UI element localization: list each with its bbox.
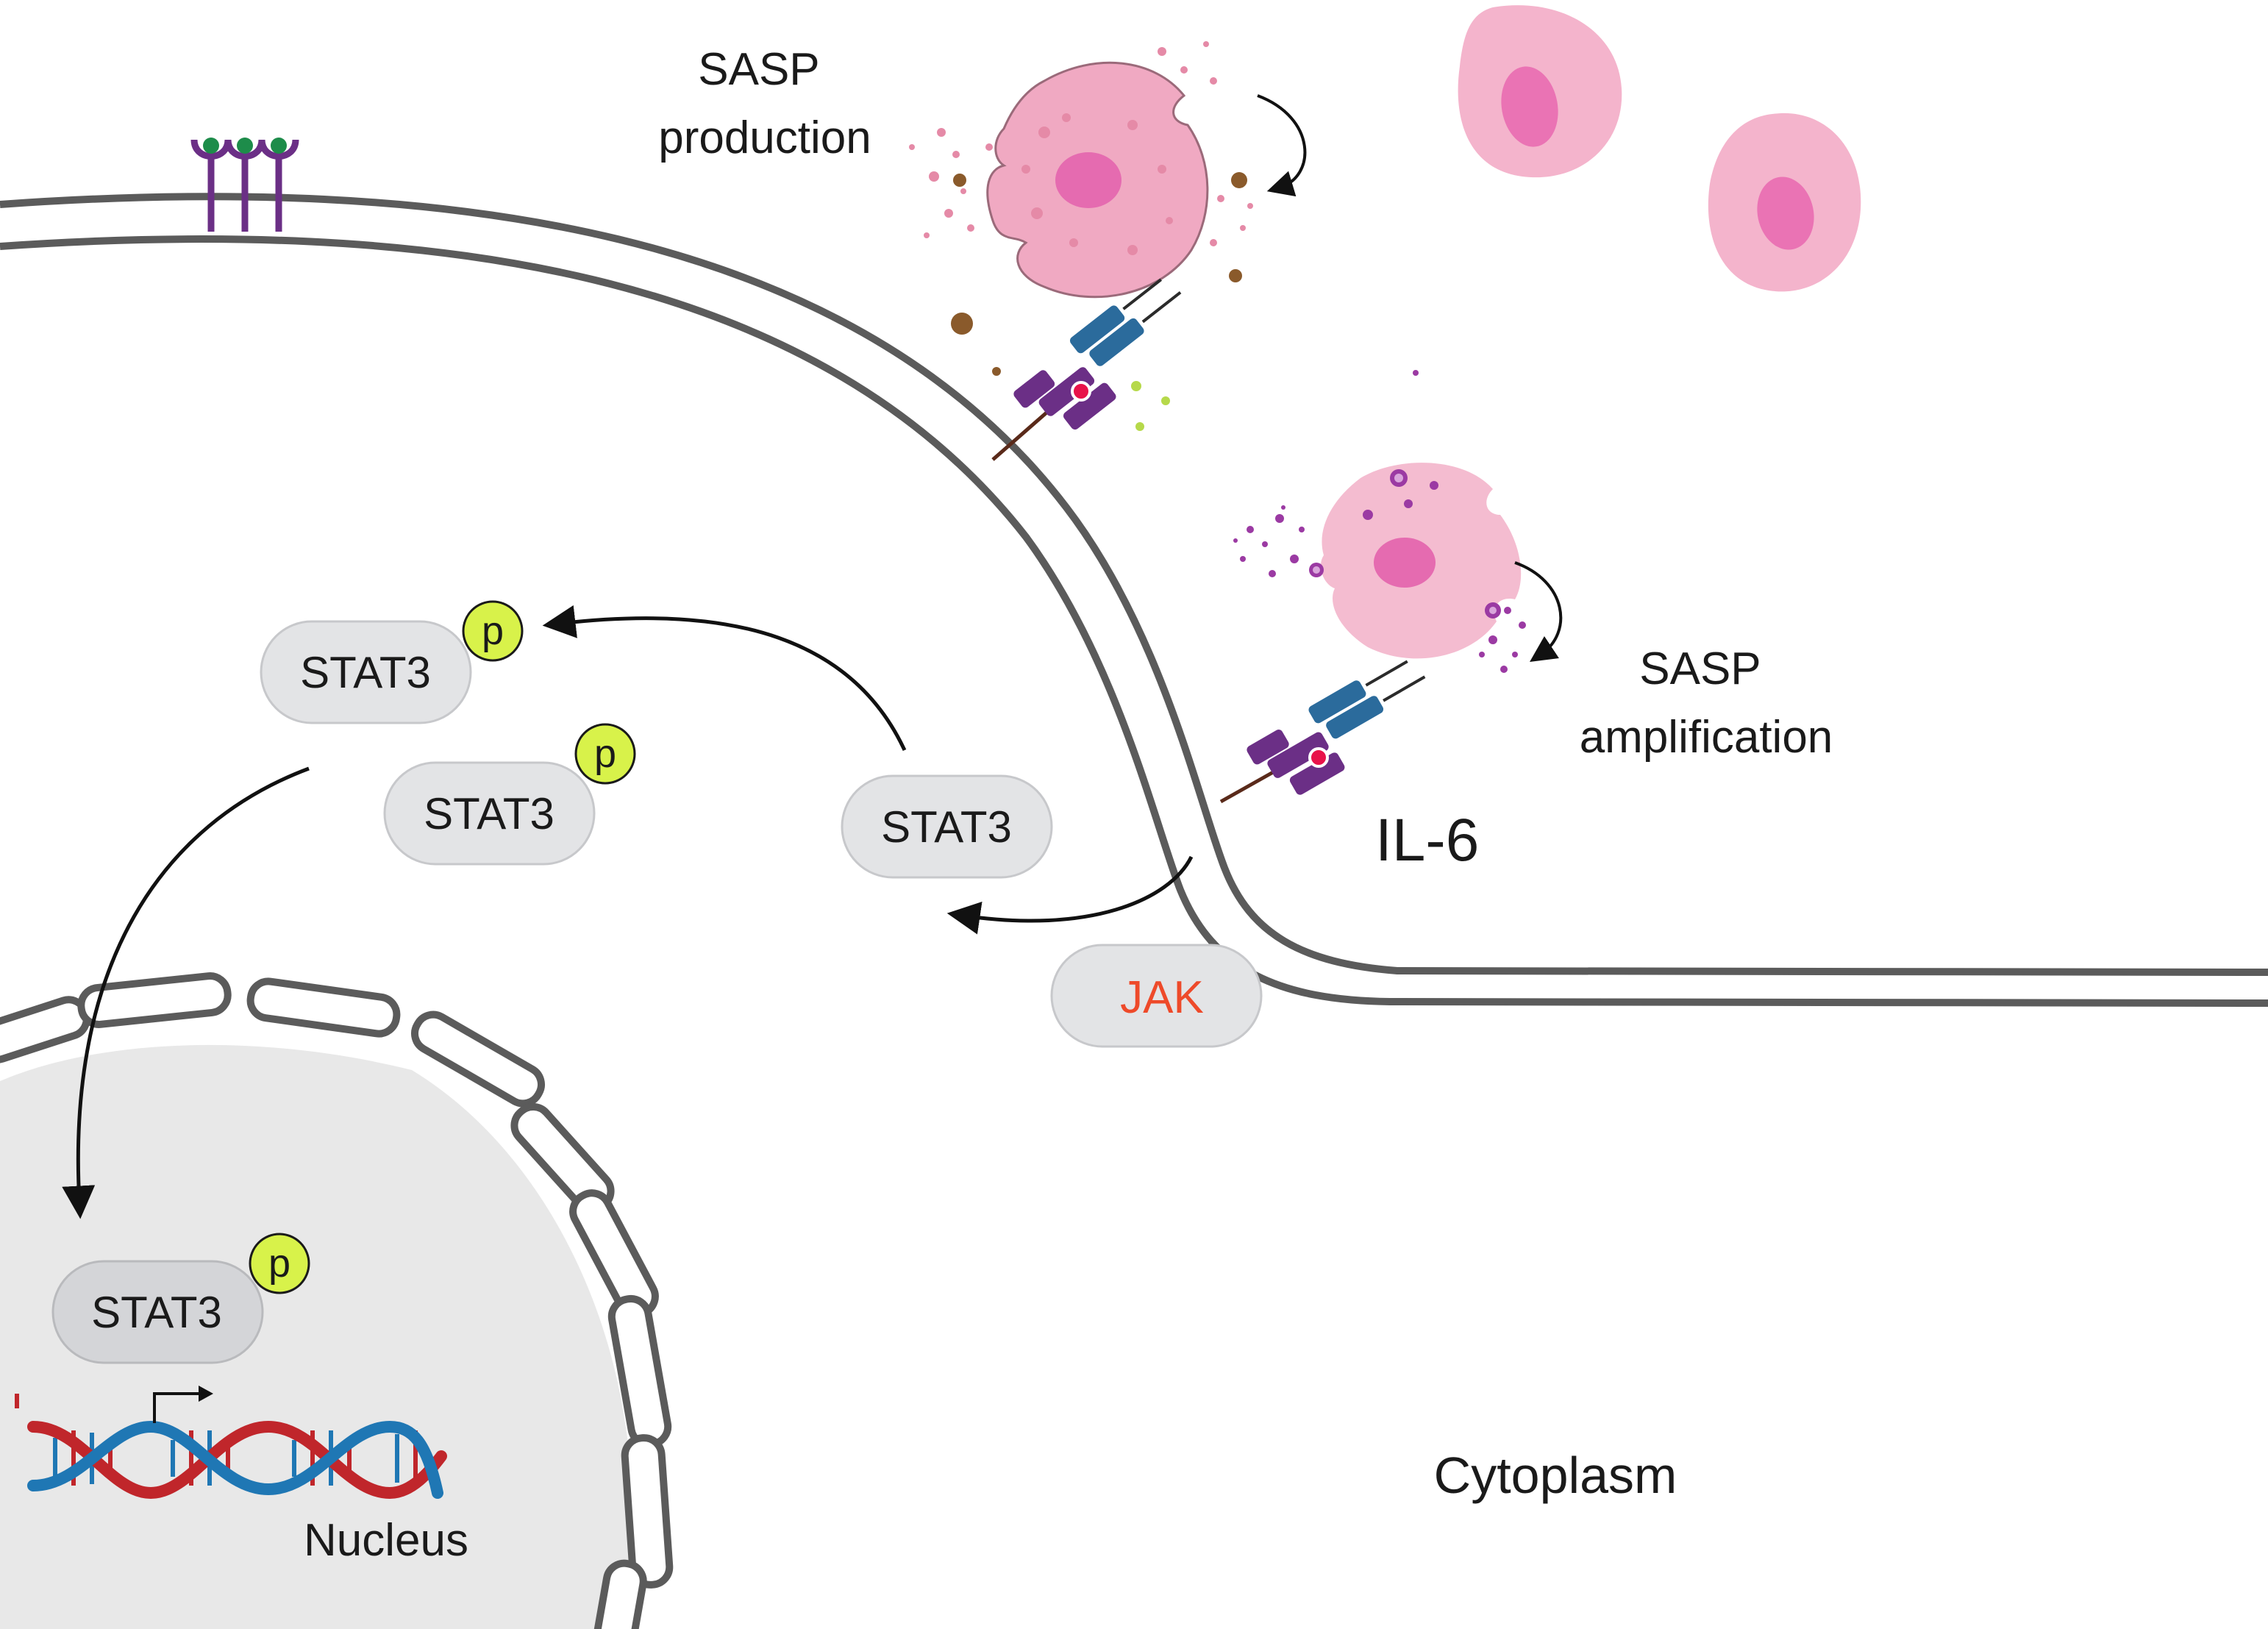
nucleus	[0, 972, 674, 1629]
nucleus-interior	[0, 1044, 636, 1629]
arrow-stat3-phosphorylation	[542, 605, 907, 752]
surface-receptor	[224, 138, 265, 232]
stat3-protein-nuclear: STAT3	[51, 1260, 264, 1364]
secreted-green-particles	[1131, 381, 1170, 431]
signaling-arrows	[62, 605, 1194, 1219]
arrow-receptor-to-stat3	[946, 855, 1194, 935]
dna-strand-blue	[27, 1420, 443, 1499]
stat3-protein-2: STAT3	[383, 761, 596, 866]
phospho-label: p	[482, 609, 504, 653]
sasp-production-label: SASP production	[658, 44, 871, 163]
cytoplasmic-granules	[1021, 113, 1173, 255]
normal-cell	[1458, 5, 1622, 178]
il6-receptor-complex-lower	[1219, 660, 1426, 804]
stat3-label: STAT3	[424, 789, 554, 838]
il6-label: IL-6	[1375, 807, 1479, 874]
curved-arrow-production	[1257, 94, 1307, 197]
stat3-label: STAT3	[300, 648, 431, 697]
dna-strand-red	[27, 1420, 447, 1500]
cytoplasmic-granules	[1309, 469, 1501, 619]
phospho-badge: p	[574, 723, 636, 785]
granule-highlights	[1313, 474, 1497, 614]
surface-receptor	[258, 138, 299, 232]
cell-membrane	[0, 193, 2268, 1007]
jak-protein: JAK	[1050, 944, 1263, 1048]
senescent-cell-nucleus	[1374, 538, 1436, 588]
nuclear-envelope-segments	[0, 972, 674, 1629]
phospho-label: p	[594, 732, 616, 776]
stat3-protein-unphosphorylated: STAT3	[841, 774, 1053, 879]
stat3-label: STAT3	[91, 1288, 222, 1337]
surface-receptor	[190, 138, 232, 232]
stat3-label: STAT3	[881, 802, 1012, 852]
dna-double-helix	[15, 1386, 447, 1500]
surface-receptors	[190, 138, 299, 232]
normal-cell	[1708, 113, 1861, 292]
curved-arrow-amplification	[1514, 561, 1563, 663]
secreted-brown-particles	[951, 172, 1247, 376]
arrow-stat3-to-nucleus	[62, 766, 310, 1219]
cytoplasm-label: Cytoplasm	[1434, 1447, 1677, 1504]
jak-label: JAK	[1120, 972, 1204, 1023]
il6-receptor-complex-upper	[991, 278, 1182, 461]
normal-cell-nucleus	[1501, 66, 1558, 147]
sasp-amplification-label: SASP amplification	[1580, 644, 1833, 763]
senescent-cell-nucleus	[1055, 152, 1121, 208]
normal-cell-nucleus	[1757, 177, 1814, 250]
phospho-label: p	[268, 1241, 290, 1286]
senescent-cell-amplification	[1233, 370, 1563, 673]
il6-ligand-dot	[1308, 747, 1329, 768]
nucleus-label: Nucleus	[304, 1515, 468, 1566]
phospho-badge: p	[462, 600, 524, 662]
senescent-cell-production	[909, 41, 1307, 431]
il6-ligand-dot	[1071, 381, 1091, 402]
stat3-protein-1: STAT3	[260, 620, 472, 724]
phospho-badge: p	[249, 1233, 310, 1294]
membrane-outer-line	[0, 193, 2268, 976]
transcription-start-arrow	[153, 1392, 206, 1423]
